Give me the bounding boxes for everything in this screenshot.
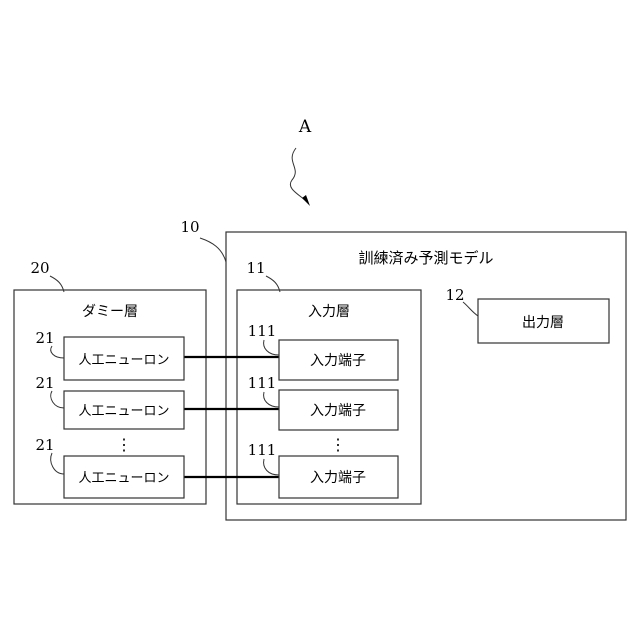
terminal-ref: 111 xyxy=(248,441,277,459)
input-layer-ref: 11 xyxy=(246,259,265,277)
neuron-label: 人工ニューロン xyxy=(78,404,169,419)
dummy-layer-title: ダミー層 xyxy=(82,304,138,320)
trained-model-ref: 10 xyxy=(180,218,199,236)
neuron-label: 人工ニューロン xyxy=(78,353,169,368)
input-terminal-label: 入力端子 xyxy=(310,353,366,369)
terminal-ref: 111 xyxy=(248,374,277,392)
figure-marker-label: A xyxy=(298,117,312,137)
output-layer-ref: 12 xyxy=(445,286,464,304)
neuron-ref: 21 xyxy=(35,436,54,454)
neuron-label: 人工ニューロン xyxy=(78,471,169,486)
terminal-ellipsis: ⋮ xyxy=(330,435,346,454)
input-terminal-label: 入力端子 xyxy=(310,403,366,419)
figure-marker-arrowhead xyxy=(302,195,310,206)
trained-model-leader xyxy=(200,238,226,262)
neuron-ref: 21 xyxy=(35,374,54,392)
neuron-ellipsis: ⋮ xyxy=(116,435,132,454)
neuron-ref: 21 xyxy=(35,329,54,347)
trained-model-title: 訓練済み予測モデル xyxy=(358,249,493,267)
dummy-layer-ref: 20 xyxy=(30,259,49,277)
input-layer-title: 入力層 xyxy=(308,304,350,320)
input-terminal-label: 入力端子 xyxy=(310,470,366,486)
output-layer-label: 出力層 xyxy=(522,315,564,331)
figure-marker-arrow xyxy=(290,148,305,200)
terminal-ref: 111 xyxy=(248,322,277,340)
